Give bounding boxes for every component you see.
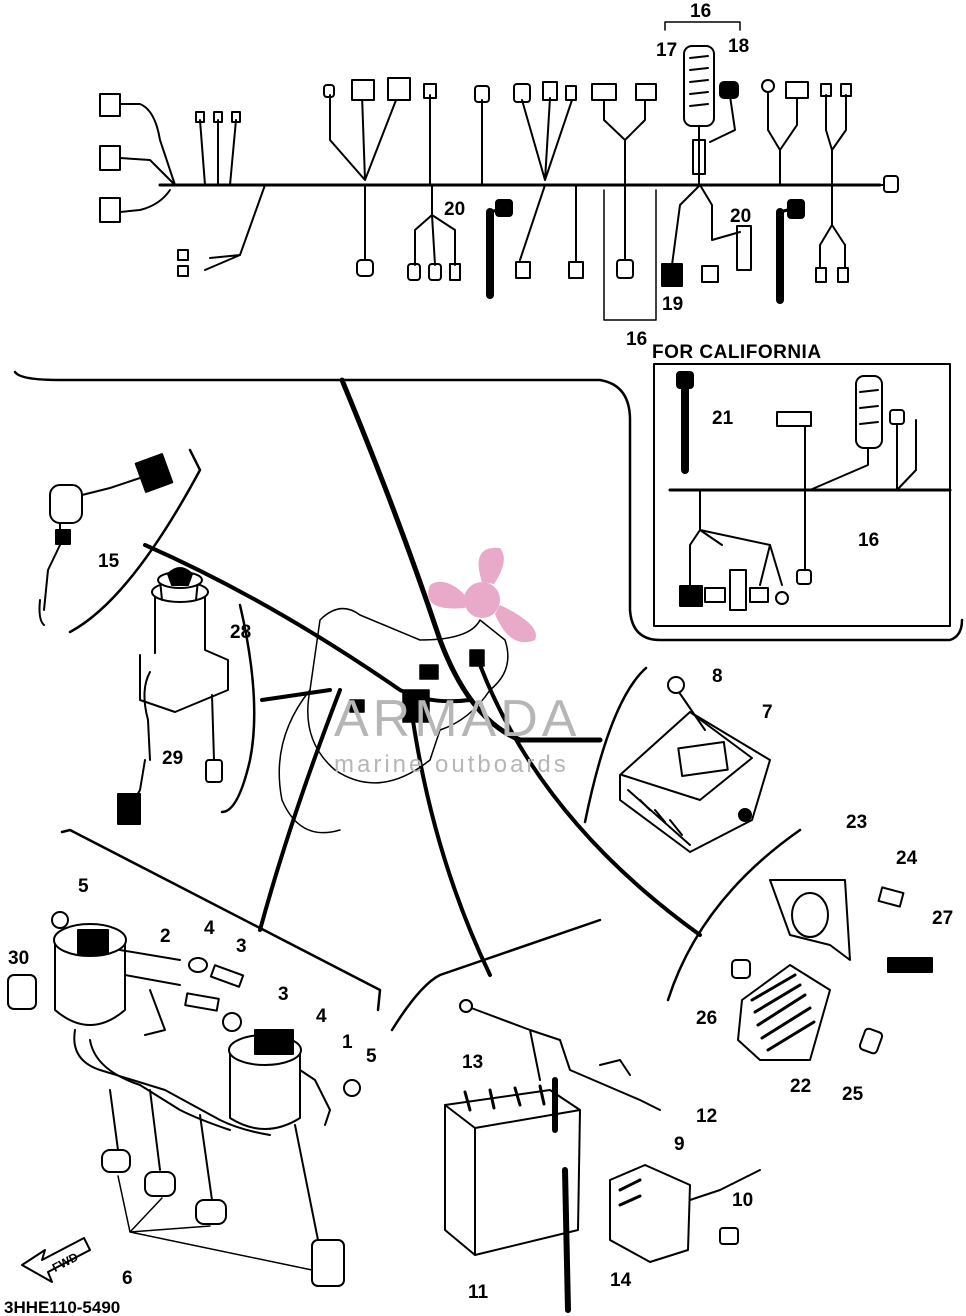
callout-16-top: 16: [690, 1, 711, 22]
callout-17: 17: [656, 40, 677, 61]
california-inset: [653, 363, 952, 627]
callout-5-left: 5: [78, 876, 89, 897]
callout-9: 9: [674, 1134, 685, 1155]
callout-7: 7: [762, 702, 773, 723]
spark-plug-caps-6: [101, 1089, 345, 1287]
callout-1: 1: [342, 1032, 353, 1053]
callout-28: 28: [230, 622, 251, 643]
ignition-coil-1: [228, 1029, 331, 1130]
callout-4-mid: 4: [316, 1006, 327, 1027]
callout-14: 14: [610, 1270, 632, 1291]
cdi-unit-7: [619, 676, 771, 853]
callout-3-top: 3: [236, 936, 247, 957]
callout-22: 22: [790, 1076, 811, 1097]
starter-relay-9: [609, 1164, 761, 1263]
callout-11: 11: [468, 1282, 489, 1303]
callout-8: 8: [712, 666, 723, 687]
callout-20-right: 20: [730, 206, 751, 227]
fwd-arrow-icon: [21, 1237, 91, 1283]
battery-11: [444, 999, 661, 1313]
ignition-coil-2: [53, 923, 271, 1136]
inset-title: FOR CALIFORNIA: [652, 342, 822, 363]
callout-15: 15: [98, 551, 120, 572]
wire-harness: [99, 21, 899, 321]
callout-18: 18: [728, 36, 749, 57]
callout-3-mid: 3: [278, 984, 289, 1005]
callout-16-bottom: 16: [626, 329, 647, 350]
callout-29: 29: [162, 748, 183, 769]
callout-27: 27: [932, 908, 953, 929]
watermark-brand: ARMADA: [334, 690, 580, 748]
callout-20-left: 20: [444, 199, 465, 220]
callout-25: 25: [842, 1084, 864, 1105]
part-code: 3HHE110-5490: [4, 1298, 120, 1316]
callout-12: 12: [696, 1106, 717, 1127]
frame-mount-sketch: [278, 607, 509, 834]
callout-24: 24: [896, 848, 918, 869]
callout-23: 23: [846, 812, 867, 833]
regulator-22: [731, 879, 933, 1061]
main-switch-28: [117, 567, 229, 825]
propeller-logo-icon: [428, 547, 536, 643]
callout-26: 26: [696, 1008, 717, 1029]
callout-2: 2: [160, 926, 171, 947]
callout-10: 10: [732, 1190, 753, 1211]
frame-tube: [339, 377, 603, 743]
frame-outline: [13, 370, 964, 1032]
coil-hardware: [7, 911, 361, 1097]
watermark-tagline: marine outboards: [334, 751, 569, 778]
callout-5-right: 5: [366, 1046, 377, 1067]
armada-watermark: ARMADA marine outboards: [334, 547, 580, 778]
callout-30: 30: [8, 948, 29, 969]
callout-6: 6: [122, 1268, 133, 1289]
switch-15: [38, 453, 174, 626]
callout-13: 13: [462, 1052, 483, 1073]
callout-21: 21: [712, 408, 734, 429]
callout-16-inset: 16: [858, 530, 879, 551]
callout-19: 19: [662, 294, 683, 315]
callout-4-top: 4: [204, 918, 215, 939]
